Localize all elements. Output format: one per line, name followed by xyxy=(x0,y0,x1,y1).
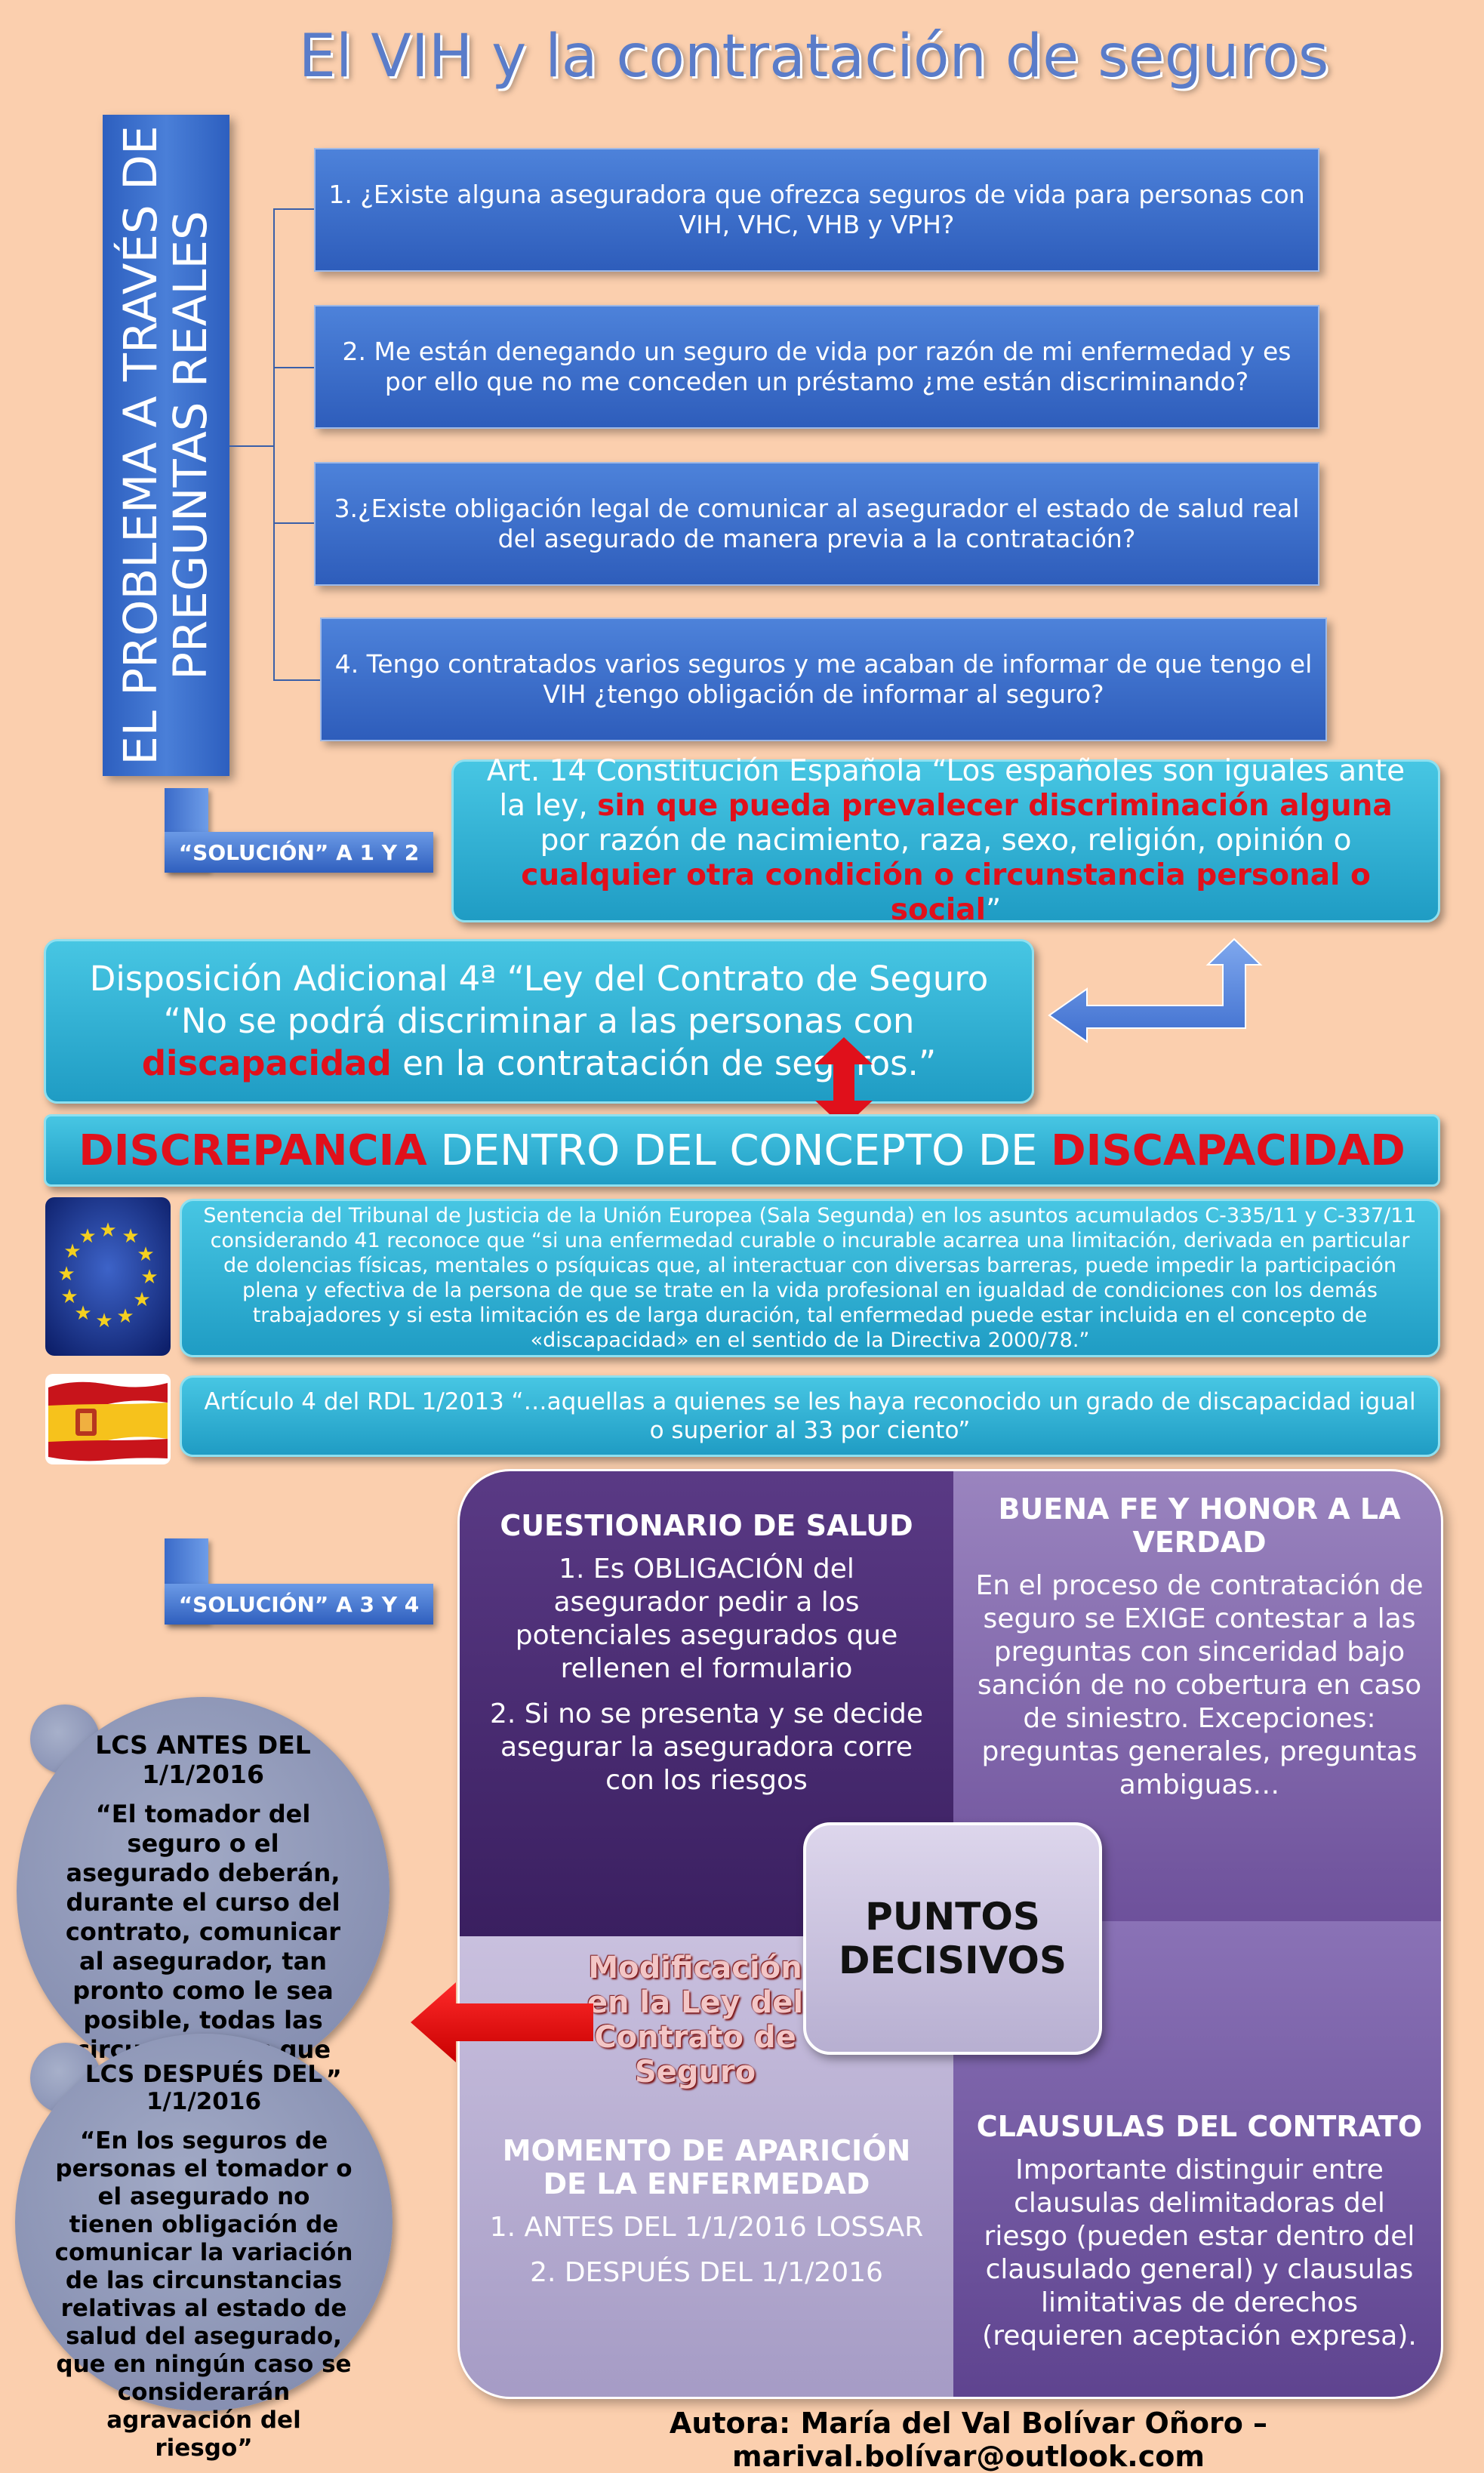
tree-connector xyxy=(273,367,316,368)
solution-1-2-label: “SOLUCIÓN” A 1 Y 2 xyxy=(165,832,433,873)
momento-p2: 2. DESPUÉS DEL 1/1/2016 xyxy=(530,2257,883,2288)
question-3: 3.¿Existe obligación legal de comunicar … xyxy=(314,462,1319,586)
svg-text:★: ★ xyxy=(133,1289,150,1311)
question-1: 1. ¿Existe alguna aseguradora que ofrezc… xyxy=(314,148,1319,272)
svg-text:★: ★ xyxy=(140,1266,158,1289)
lcs-antes-title: LCS ANTES DEL 1/1/2016 xyxy=(95,1730,311,1789)
disposicion-text: Disposición Adicional 4ª “Ley del Contra… xyxy=(89,959,989,1083)
clausulas-p1: Importante distinguir entre clausulas de… xyxy=(982,2154,1417,2351)
buena-fe-title: BUENA FE Y HONOR A LA VERDAD xyxy=(998,1492,1401,1559)
left-arrow-icon xyxy=(411,1982,593,2062)
cuestionario-p2: 2. Si no se presenta y se decide asegura… xyxy=(490,1698,923,1796)
discrepancia-banner: DISCREPANCIA DENTRO DEL CONCEPTO DE DISC… xyxy=(44,1114,1440,1187)
discrepancia-text: DISCREPANCIA DENTRO DEL CONCEPTO DE DISC… xyxy=(79,1126,1405,1175)
question-4: 4. Tengo contratados varios seguros y me… xyxy=(320,617,1327,741)
svg-text:★: ★ xyxy=(57,1263,75,1286)
svg-text:★: ★ xyxy=(122,1225,139,1248)
tree-connector xyxy=(273,208,316,210)
eu-flag-icon: ★★★ ★★★ ★★★ ★★★ xyxy=(45,1197,171,1356)
question-2: 2. Me están denegando un seguro de vida … xyxy=(314,305,1319,429)
articulo4-box: Artículo 4 del RDL 1/2013 “…aquellas a q… xyxy=(180,1375,1440,1457)
puntos-decisivos-box: PUNTOS DECISIVOS xyxy=(803,1822,1102,2055)
lcs-antes-circle: LCS ANTES DEL 1/1/2016 “El tomador del s… xyxy=(17,1697,389,2093)
momento-title: MOMENTO DE APARICIÓN DE LA ENFERMEDAD xyxy=(502,2134,911,2200)
svg-text:★: ★ xyxy=(137,1243,154,1266)
sentencia-box: Sentencia del Tribunal de Justicia de la… xyxy=(180,1199,1440,1357)
lcs-despues-title: LCS DESPUÉS DEL 1/1/2016 xyxy=(85,2061,323,2115)
spain-flag-icon xyxy=(45,1374,171,1464)
tree-connector xyxy=(273,679,320,681)
art14-text: Art. 14 Constitución Española “Los españ… xyxy=(486,754,1405,927)
page-title: El VIH y la contratación de seguros xyxy=(298,23,1329,91)
lcs-despues-circle: LCS DESPUÉS DEL 1/1/2016 “En los seguros… xyxy=(15,2034,393,2462)
author-credit: Autora: María del Val Bolívar Oñoro – ma… xyxy=(669,2407,1268,2473)
svg-text:★: ★ xyxy=(74,1302,91,1325)
lcs-despues-text: “En los seguros de personas el tomador o… xyxy=(54,2127,353,2462)
disposicion-box: Disposición Adicional 4ª “Ley del Contra… xyxy=(44,939,1034,1104)
svg-text:★: ★ xyxy=(95,1310,112,1332)
art14-box: Art. 14 Constitución Española “Los españ… xyxy=(451,754,1440,927)
problem-vertical-label: EL PROBLEMA A TRAVÉS DE PREGUNTAS REALES xyxy=(114,125,217,765)
clausulas-title: CLAUSULAS DEL CONTRATO xyxy=(976,2110,1423,2143)
bent-arrow-icon xyxy=(1048,938,1263,1043)
problem-vertical-banner: EL PROBLEMA A TRAVÉS DE PREGUNTAS REALES xyxy=(103,115,229,776)
lcs-antes-text: “El tomador del seguro o el asegurado de… xyxy=(64,1800,342,2093)
svg-text:★: ★ xyxy=(99,1219,116,1242)
cuestionario-p1: 1. Es OBLIGACIÓN del asegurador pedir a … xyxy=(515,1554,898,1684)
buena-fe-p1: En el proceso de contratación de seguro … xyxy=(975,1570,1424,1800)
cuestionario-title: CUESTIONARIO DE SALUD xyxy=(500,1509,913,1542)
svg-text:★: ★ xyxy=(79,1225,96,1248)
solution-3-4-label: “SOLUCIÓN” A 3 Y 4 xyxy=(165,1584,433,1625)
svg-text:★: ★ xyxy=(63,1240,81,1263)
cuestionario-quadrant: CUESTIONARIO DE SALUD 1. Es OBLIGACIÓN d… xyxy=(460,1471,953,1936)
puntos-decisivos-label: PUNTOS DECISIVOS xyxy=(839,1895,1067,1982)
buena-fe-quadrant: BUENA FE Y HONOR A LA VERDAD En el proce… xyxy=(953,1471,1441,1936)
tree-connector xyxy=(273,522,316,524)
svg-text:★: ★ xyxy=(116,1305,134,1328)
momento-p1: 1. ANTES DEL 1/1/2016 LOSSAR xyxy=(489,2212,924,2243)
double-arrow-icon xyxy=(815,1037,873,1128)
svg-text:★: ★ xyxy=(60,1286,78,1308)
modificacion-label: Modificación en la Ley del Contrato de S… xyxy=(587,1951,804,2090)
tree-connector xyxy=(273,208,275,679)
tree-connector xyxy=(229,445,275,447)
